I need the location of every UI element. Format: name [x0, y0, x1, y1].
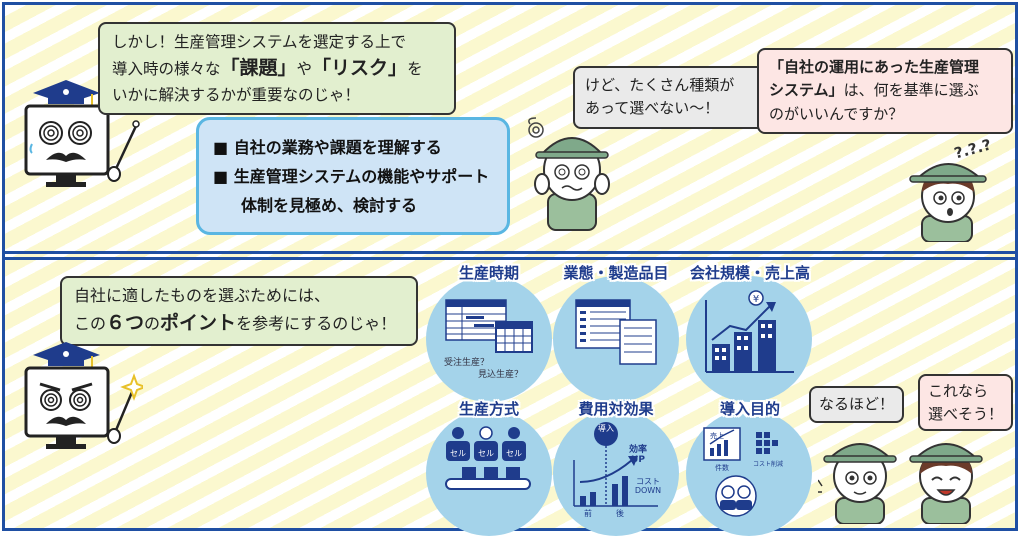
yen-label: ¥ — [753, 294, 759, 305]
point-label-production-timing: 生産時期 — [458, 264, 519, 282]
point-label-company-scale: 会社規模・売上高 — [689, 264, 810, 282]
schedule-icon — [445, 299, 533, 353]
before-label: 前 — [584, 508, 592, 518]
bubble-line: この６つのポイントを参考にするのじゃ！ — [74, 311, 397, 334]
cost-effect-chart-icon: 導入 効率 UP コスト DOWN 前 後 — [573, 422, 661, 518]
worker-speech-bubble-top: けど、たくさん種類が あって選べない〜！ — [573, 66, 767, 129]
worker-character-confused — [528, 117, 610, 231]
woman-speech-bubble-top: 「自社の運用にあった生産管理 システム」は、何を基準に選ぶ のがいいんですか？ — [757, 48, 1013, 134]
highlight-point: ポイント — [160, 311, 237, 334]
bubble-line: しかし！生産管理システムを選定する上で — [112, 33, 407, 51]
bubble-line: 選べそう！ — [928, 404, 1004, 423]
make-to-stock-label: 見込生産？ — [478, 370, 524, 380]
key-point-1: ■ 自社の業務や課題を理解する — [213, 138, 442, 157]
cell-production-icon: セル セル セル — [445, 426, 531, 490]
teacher-character-bottom — [24, 342, 143, 449]
up-label: UP — [631, 455, 645, 465]
key-point-2-cont: 体制を見極め、検討する — [241, 195, 418, 215]
key-point-2: ■ 生産管理システムの機能やサポート — [213, 166, 490, 186]
efficiency-label: 効率 — [629, 443, 647, 455]
purpose-icon: 売上 件数 コスト削減 — [703, 427, 783, 517]
make-to-order-label: 受注生産？ — [444, 358, 490, 368]
bubble-line: 「自社の運用にあった生産管理 — [769, 58, 980, 76]
cost-label: コスト — [636, 477, 660, 486]
down-label: DOWN — [635, 486, 661, 495]
section-divider — [5, 251, 1015, 254]
bubble-line: あって選べない〜！ — [585, 99, 720, 118]
bubble-line: いかに解決するかが重要なのじゃ！ — [112, 86, 361, 105]
woman-speech-bubble-bottom: これなら 選べそう！ — [918, 374, 1014, 431]
point-label-purpose: 導入目的 — [719, 400, 780, 418]
key-points-box: ■ 自社の業務や課題を理解する ■ 生産管理システムの機能やサポート 体制を見極… — [196, 117, 510, 235]
cell-label: セル — [450, 449, 466, 458]
teacher-speech-bubble-top: しかし！生産管理システムを選定する上で 導入時の様々な「課題」や「リスク」を い… — [98, 22, 456, 116]
point-label-production-method: 生産方式 — [458, 400, 519, 418]
bubble-line: 導入時の様々な「課題」や「リスク」を — [112, 57, 423, 80]
bubble-line: のがいいんですか？ — [769, 104, 904, 123]
point-label-cost-effectiveness: 費用対効果 — [578, 400, 654, 418]
bubble-line: けど、たくさん種類が — [585, 76, 735, 94]
count-label: 件数 — [715, 463, 729, 472]
worker-character-convinced — [818, 443, 897, 524]
highlight-risk: 「リスク」 — [312, 57, 408, 80]
worker-speech-bubble-bottom: なるほど！ — [809, 386, 905, 424]
cell-label: セル — [506, 449, 522, 458]
after-label: 後 — [616, 508, 624, 518]
highlight-six: ６つ — [106, 311, 145, 334]
teacher-character-top — [24, 80, 140, 187]
highlight-kadai: 「課題」 — [220, 57, 297, 80]
woman-character-happy — [909, 443, 983, 524]
section-divider-2 — [5, 257, 1015, 260]
woman-character-thinking — [909, 163, 987, 242]
bubble-line: 自社に適したものを選ぶためには、 — [74, 286, 331, 305]
bubble-line: システム」は、何を基準に選ぶ — [769, 81, 979, 100]
cell-label: セル — [478, 449, 494, 458]
company-growth-icon: ¥ — [705, 290, 794, 373]
teacher-speech-bubble-bottom: 自社に適したものを選ぶためには、 この６つのポイントを参考にするのじゃ！ — [60, 276, 418, 347]
sales-label: 売上 — [710, 431, 724, 440]
intro-tag: 導入 — [598, 423, 614, 433]
product-list-icon — [575, 299, 657, 365]
point-label-business-type: 業態・製造品目 — [563, 264, 669, 282]
bubble-line: これなら — [928, 382, 989, 400]
cost-cut-label: コスト削減 — [753, 460, 783, 468]
bubble-line: なるほど！ — [819, 395, 895, 413]
